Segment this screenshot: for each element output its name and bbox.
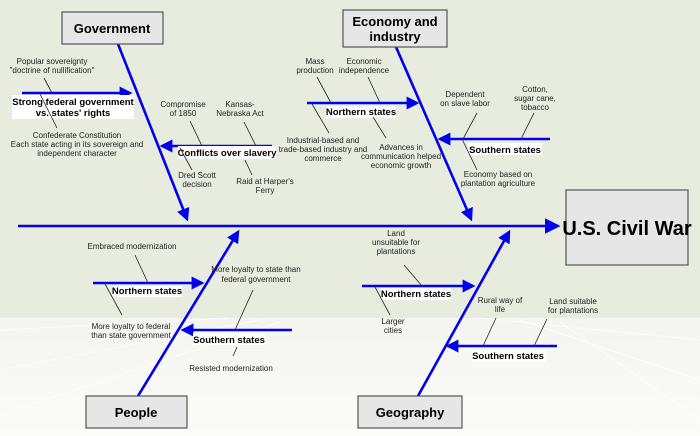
category-government: Government Strong federal government vs.… (10, 11, 294, 222)
people-box[interactable] (85, 395, 188, 429)
note: Embraced modernization (88, 242, 177, 251)
note: sugar cane, (514, 94, 556, 103)
note: for plantations (548, 306, 598, 315)
note: Industrial-based and (287, 136, 360, 145)
note: Advances in (379, 143, 423, 152)
geography-box[interactable] (357, 395, 463, 429)
branch-label: Conflicts over slavery (178, 148, 277, 159)
economy-title: industry (369, 29, 421, 44)
note: Land (387, 229, 405, 238)
note: More loyalty to state than (211, 265, 300, 274)
note: independent character (37, 149, 117, 158)
note: plantations (377, 247, 416, 256)
economy-box[interactable] (342, 9, 448, 48)
category-geography: Geography Northern states Land unsuitabl… (357, 229, 598, 429)
people-bone (136, 229, 240, 397)
note: Rural way of (478, 296, 523, 305)
note: Each state acting in its sovereign and (11, 140, 144, 149)
note: cities (384, 326, 402, 335)
note: Compromise (160, 100, 206, 109)
note: of 1850 (170, 109, 197, 118)
geography-title: Geography (376, 405, 445, 420)
note: than state government (91, 331, 171, 340)
government-box[interactable] (61, 11, 164, 45)
note: Economic (346, 57, 381, 66)
note: More loyalty to federal (92, 322, 171, 331)
branch-label: Southern states (193, 335, 265, 346)
note: Raid at Harper's (236, 177, 294, 186)
branch-label: Northern states (326, 107, 396, 118)
note: Land suitable (549, 297, 597, 306)
note: unsuitable for (372, 238, 420, 247)
note: Mass (305, 57, 324, 66)
government-bone (116, 43, 190, 222)
effect-box[interactable] (565, 189, 689, 266)
branch-label: Northern states (112, 286, 182, 297)
category-people: People Northern states Embraced moderniz… (85, 229, 301, 429)
note: commerce (304, 154, 342, 163)
branch-label: Strong federal government (12, 97, 134, 108)
note: economic growth (371, 161, 431, 170)
note: Dred Scott (178, 171, 217, 180)
note: Ferry (256, 186, 275, 195)
note: Larger (381, 317, 404, 326)
branch-label: Southern states (469, 145, 541, 156)
note: Kansas- (225, 100, 255, 109)
note: Cotton, (522, 85, 548, 94)
government-title: Government (74, 21, 151, 36)
note: Confederate Constitution (33, 131, 122, 140)
note: production (296, 66, 333, 75)
branch-label: vs. states' rights (36, 108, 111, 119)
note: Economy based on (464, 170, 533, 179)
note: trade-based industry and (279, 145, 368, 154)
people-title: People (115, 405, 158, 420)
economy-bone (394, 46, 473, 222)
geography-bone (416, 229, 511, 397)
branch-label: Northern states (381, 289, 451, 300)
note: Popular sovereignty (17, 57, 88, 66)
note: "doctrine of nullification" (10, 66, 95, 75)
note: federal government (222, 275, 292, 284)
note: communication helped (361, 152, 441, 161)
note: plantation agriculture (461, 179, 536, 188)
note: tobacco (521, 103, 550, 112)
note: independence (339, 66, 390, 75)
effect-label: U.S. Civil War (562, 218, 692, 240)
note: decision (182, 180, 211, 189)
category-economy: Economy and industry Northern states Mas… (279, 9, 556, 222)
note: on slave labor (440, 99, 490, 108)
note: Nebraska Act (216, 109, 264, 118)
branch-label: Southern states (472, 351, 544, 362)
note: life (495, 305, 506, 314)
background-rays (0, 317, 700, 421)
note: Dependent (445, 90, 485, 99)
economy-title: Economy and (352, 14, 437, 29)
note: Resisted modernization (189, 364, 273, 373)
